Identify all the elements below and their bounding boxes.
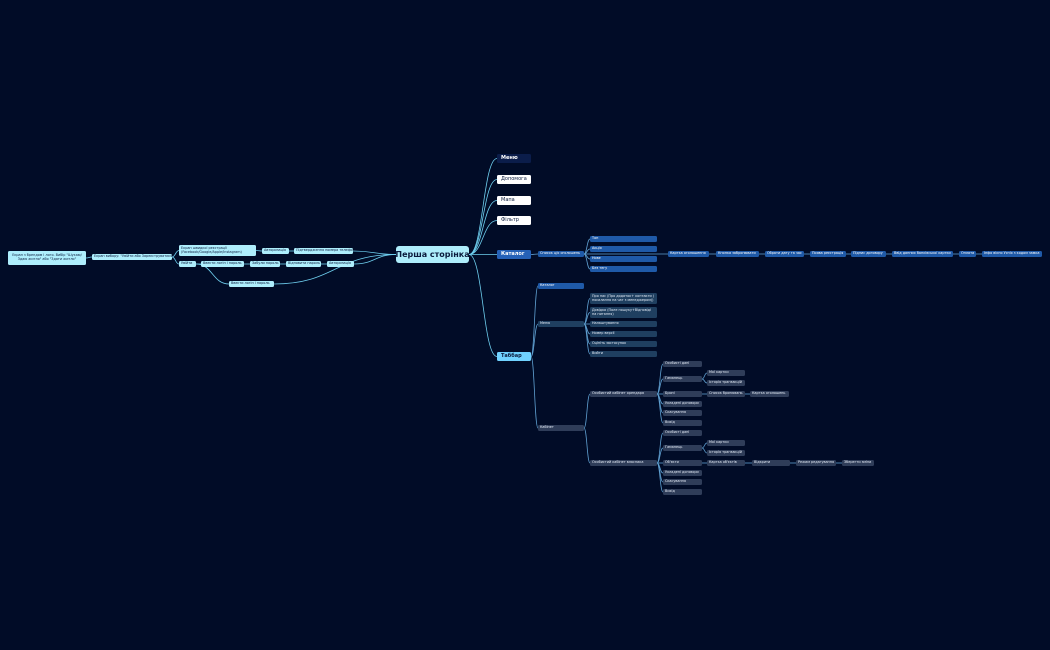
owner-cabinet[interactable]: Особистий кабінет власника — [590, 460, 657, 466]
registration[interactable]: Поява реєстрація — [810, 251, 846, 257]
menu-exit[interactable]: Вийти — [590, 351, 657, 357]
connector — [656, 378, 664, 395]
connector — [583, 323, 591, 355]
connector — [255, 250, 263, 252]
branch-tabbar[interactable]: Таббар — [497, 352, 531, 361]
renter-my-cards[interactable]: Мої картки — [707, 370, 745, 376]
renter-listing-card[interactable]: Картка оголошень — [750, 391, 789, 397]
connector — [352, 250, 397, 255]
login-choice[interactable]: Екран вибору: "Увійти або Зареєструватис… — [92, 254, 172, 260]
catalog-filter-top[interactable]: Топ — [590, 236, 657, 242]
owner-contracts[interactable]: Укладені договори — [663, 470, 702, 476]
menu-help[interactable]: Довідка (Поле пошуку+Відповіді на питанн… — [590, 307, 657, 318]
connector — [583, 393, 591, 429]
connector — [273, 254, 397, 285]
connector — [468, 220, 498, 255]
renter-transactions[interactable]: Історія транзакцій — [707, 380, 745, 386]
connector — [530, 356, 539, 429]
payment[interactable]: Оплата — [959, 251, 976, 257]
catalog-filter-promo[interactable]: Акція — [590, 246, 657, 252]
choose-date-time[interactable]: Обрати дату та час — [765, 251, 804, 257]
card-data[interactable]: Ввід данних банківської картки — [892, 251, 953, 257]
owner-exit[interactable]: Вихід — [663, 489, 702, 495]
catalog-filter-new[interactable]: Нове — [590, 256, 657, 262]
branch-map[interactable]: Мапа — [497, 196, 531, 205]
connector — [530, 285, 539, 357]
login-password-bottom[interactable]: Ввести логін і пароль — [229, 281, 274, 287]
owner-my-cards[interactable]: Мої картки — [707, 440, 745, 446]
owner-transactions[interactable]: Історія транзакцій — [707, 450, 745, 456]
listing-card[interactable]: Картка оголошення — [668, 251, 709, 257]
phone-confirm[interactable]: Підтвердження номера телефону — [294, 248, 353, 254]
branch-help[interactable]: Допомога — [497, 175, 531, 184]
connector — [530, 323, 539, 357]
connector — [195, 263, 230, 285]
connector — [701, 447, 708, 454]
owner-wallet[interactable]: Гаманець — [663, 445, 702, 451]
tabbar-cabinet[interactable]: Кабінет — [538, 425, 584, 431]
catalog-list[interactable]: Список ц/о оголошень — [538, 251, 584, 257]
owner-objects[interactable]: Об'єкти — [663, 460, 702, 466]
owner-personal[interactable]: Особисті дані — [663, 430, 702, 436]
quick-registration[interactable]: Екран швидкої реєстрації (Facebook/Googl… — [179, 245, 256, 256]
authorization[interactable]: Авторизація — [262, 248, 289, 254]
branch-catalog[interactable]: Каталог — [497, 250, 531, 259]
connector — [583, 427, 591, 464]
sign-contract[interactable]: Підпис договору — [851, 251, 886, 257]
menu-settings[interactable]: Налаштування — [590, 321, 657, 327]
branch-filter[interactable]: Фільтр — [497, 216, 531, 225]
start-screen[interactable]: Екран з брендом і лого. Вибір "Шукаю/Зда… — [8, 251, 86, 265]
connector — [468, 158, 498, 255]
connector — [171, 256, 180, 265]
connector — [656, 462, 664, 493]
renter-personal[interactable]: Особисті дані — [663, 361, 702, 367]
enter-button[interactable]: Увійти — [179, 261, 196, 267]
tabbar-menu[interactable]: Меню — [538, 321, 584, 327]
enter-login-password[interactable]: Ввести логін і пароль — [201, 261, 244, 267]
renter-booking-list[interactable]: Список бронювань — [707, 391, 745, 397]
book-button[interactable]: Кнопка забронювати — [716, 251, 759, 257]
connector — [85, 256, 93, 259]
renter-exit[interactable]: Вихід — [663, 420, 702, 426]
menu-version[interactable]: Номер версії — [590, 331, 657, 337]
root-node[interactable]: Перша сторінка — [396, 246, 469, 263]
renter-contracts[interactable]: Укладені договори — [663, 401, 702, 407]
owner-open[interactable]: Відкрити — [752, 460, 790, 466]
authorization-2[interactable]: Авторизація — [327, 261, 354, 267]
owner-save[interactable]: Зберегти зміни — [842, 460, 874, 466]
connector — [583, 253, 591, 270]
connector — [468, 179, 498, 255]
owner-edit-mode[interactable]: Режим редагування — [796, 460, 836, 466]
renter-bookings[interactable]: Броні — [663, 391, 702, 397]
catalog-filter-none[interactable]: Без тегу — [590, 266, 657, 272]
owner-object-card[interactable]: Картка об'єктів — [707, 460, 745, 466]
connector — [530, 253, 539, 255]
success-window[interactable]: Інфо вікно Успіх з кодом замка — [982, 251, 1042, 257]
tabbar-catalog[interactable]: Каталог — [538, 283, 584, 289]
connector — [468, 200, 498, 255]
renter-cabinet[interactable]: Особистий кабінет орендаря — [590, 391, 657, 397]
owner-cancel[interactable]: Скасування — [663, 479, 702, 485]
branch-menu[interactable]: Меню — [497, 154, 531, 163]
connector — [171, 250, 180, 258]
recover-password[interactable]: Відновити пароль — [286, 261, 321, 267]
connector — [468, 254, 498, 357]
forgot-password[interactable]: Забули пароль — [250, 261, 280, 267]
connector — [701, 378, 708, 384]
connector — [656, 447, 664, 464]
renter-wallet[interactable]: Гаманець — [663, 376, 702, 382]
connector — [656, 393, 664, 424]
menu-rate[interactable]: Оцініть застосунок — [590, 341, 657, 347]
renter-cancel[interactable]: Скасування — [663, 410, 702, 416]
menu-about[interactable]: Про нас (Про додаток+ контакти ( посилан… — [590, 293, 657, 304]
